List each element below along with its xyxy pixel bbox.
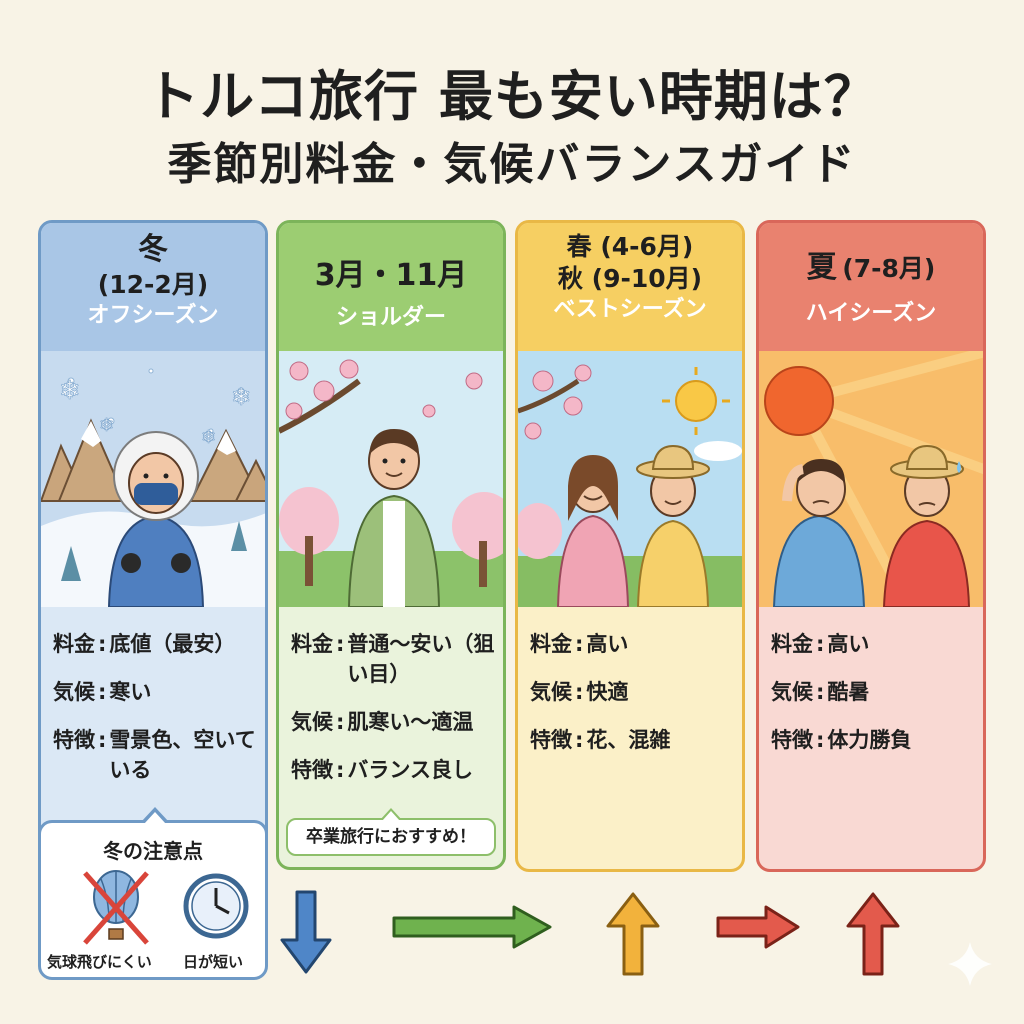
separator: : [575, 680, 584, 704]
price-row: 料金:高い [771, 629, 975, 659]
price-row: 料金:普通〜安い（狙い目） [291, 629, 495, 689]
climate-value: 快適 [586, 680, 629, 704]
price-trend-down-arrow-icon [280, 890, 332, 974]
feature-value: 体力勝負 [827, 728, 912, 752]
svg-text:❄: ❄ [99, 415, 114, 436]
separator: : [816, 680, 825, 704]
short-day-caution-label: 日が短い [183, 953, 244, 971]
hot-air-balloon-crossed-icon [83, 870, 149, 945]
season-name: 3月・11月 [314, 258, 468, 293]
svg-text:❄: ❄ [231, 383, 251, 411]
summer-info: 料金:高い 気候:酷暑 特徴:体力勝負 [759, 607, 983, 773]
separator: : [575, 728, 584, 752]
climate-label: 気候 [291, 710, 333, 734]
feature-label: 特徴 [530, 728, 572, 752]
price-row: 料金:高い [530, 629, 734, 659]
winter-caution-box: 冬の注意点 気球飛びにくい 日が短い [38, 807, 268, 980]
season-card-winter: 冬 (12-2月) オフシーズン ❄ ❄ ❄ ❄ [38, 220, 268, 880]
recommendation-bubble: 卒業旅行におすすめ！ [286, 808, 496, 856]
climate-row: 気候:肌寒い〜適温 [291, 707, 495, 737]
price-trend-up-arrow-icon [606, 892, 660, 976]
price-value: 高い [586, 632, 629, 656]
price-label: 料金 [291, 632, 333, 656]
separator: : [98, 728, 107, 752]
price-label: 料金 [53, 632, 95, 656]
sparkle-icon [948, 942, 992, 986]
season-tag: ショルダー [335, 305, 446, 330]
feature-value: バランス良し [347, 758, 473, 782]
price-value: 普通〜安い（狙い目） [347, 632, 495, 686]
feature-label: 特徴 [53, 728, 95, 752]
feature-row: 特徴:花、混雑 [530, 725, 734, 755]
separator: : [816, 632, 825, 656]
page-title: トルコ旅行 最も安い時期は？ [145, 65, 879, 128]
feature-label: 特徴 [291, 758, 333, 782]
season-card-best: 春 (4-6月) 秋 (9-10月) ベストシーズン [515, 220, 745, 872]
separator: : [575, 632, 584, 656]
price-value: 高い [827, 632, 870, 656]
svg-text:❄: ❄ [201, 427, 216, 448]
separator: : [98, 632, 107, 656]
winter-info: 料金:底値（最安） 気候:寒い 特徴:雪景色、空いている [41, 607, 265, 803]
spring-blossom-illustration [279, 351, 503, 607]
season-name-spring: 春 [566, 232, 592, 261]
feature-value: 花、混雑 [586, 728, 671, 752]
separator: : [336, 632, 345, 656]
season-months: (12-2月) [97, 270, 209, 299]
climate-row: 気候:快適 [530, 677, 734, 707]
climate-value: 寒い [109, 680, 152, 704]
season-tag: オフシーズン [87, 303, 219, 328]
card-header-summer: 夏 (7-8月) ハイシーズン [759, 223, 983, 351]
card-header-shoulder: 3月・11月 ショルダー [279, 223, 503, 351]
separator: : [816, 728, 825, 752]
season-name: 冬 [138, 232, 168, 267]
price-trend-right-arrow-icon [392, 905, 552, 949]
climate-row: 気候:寒い [53, 677, 257, 707]
clock-icon [183, 873, 249, 939]
best-season-info: 料金:高い 気候:快適 特徴:花、混雑 [518, 607, 742, 773]
price-trend-up-arrow-red-icon [846, 892, 900, 976]
price-trend-right-arrow-red-icon [716, 905, 800, 949]
price-value: 底値（最安） [109, 632, 236, 656]
season-months-spring: (4-6月) [600, 232, 694, 261]
svg-text:❄: ❄ [59, 376, 81, 406]
season-months-autumn: (9-10月) [591, 264, 703, 293]
climate-value: 酷暑 [827, 680, 870, 704]
feature-label: 特徴 [771, 728, 813, 752]
separator: : [336, 710, 345, 734]
page-subtitle: 季節別料金・気候バランスガイド [167, 139, 857, 190]
feature-row: 特徴:体力勝負 [771, 725, 975, 755]
price-row: 料金:底値（最安） [53, 629, 257, 659]
card-header-best: 春 (4-6月) 秋 (9-10月) ベストシーズン [518, 223, 742, 351]
best-season-illustration [518, 351, 742, 607]
price-label: 料金 [530, 632, 572, 656]
price-label: 料金 [771, 632, 813, 656]
feature-row: 特徴:雪景色、空いている [53, 725, 257, 785]
season-name: 夏 [806, 250, 837, 285]
season-card-shoulder: 3月・11月 ショルダー 料金:普通〜安い（狙い目） [276, 220, 506, 870]
season-tag: ハイシーズン [805, 301, 937, 326]
climate-label: 気候 [53, 680, 95, 704]
feature-row: 特徴:バランス良し [291, 755, 495, 785]
season-tag: ベストシーズン [553, 297, 707, 322]
separator: : [336, 758, 345, 782]
separator: : [98, 680, 107, 704]
shoulder-info: 料金:普通〜安い（狙い目） 気候:肌寒い〜適温 特徴:バランス良し [279, 607, 503, 803]
season-name-autumn: 秋 [557, 264, 583, 293]
feature-value: 雪景色、空いている [109, 728, 256, 782]
season-months: (7-8月) [842, 254, 936, 283]
climate-label: 気候 [771, 680, 813, 704]
summer-illustration [759, 351, 983, 607]
caution-title: 冬の注意点 [103, 839, 203, 863]
card-header-winter: 冬 (12-2月) オフシーズン [41, 223, 265, 351]
climate-row: 気候:酷暑 [771, 677, 975, 707]
climate-label: 気候 [530, 680, 572, 704]
winter-illustration: ❄ ❄ ❄ ❄ [41, 351, 265, 607]
balloon-caution-label: 気球飛びにくい [47, 953, 152, 971]
season-card-summer: 夏 (7-8月) ハイシーズン 料金:高い [756, 220, 986, 872]
climate-value: 肌寒い〜適温 [347, 710, 474, 734]
